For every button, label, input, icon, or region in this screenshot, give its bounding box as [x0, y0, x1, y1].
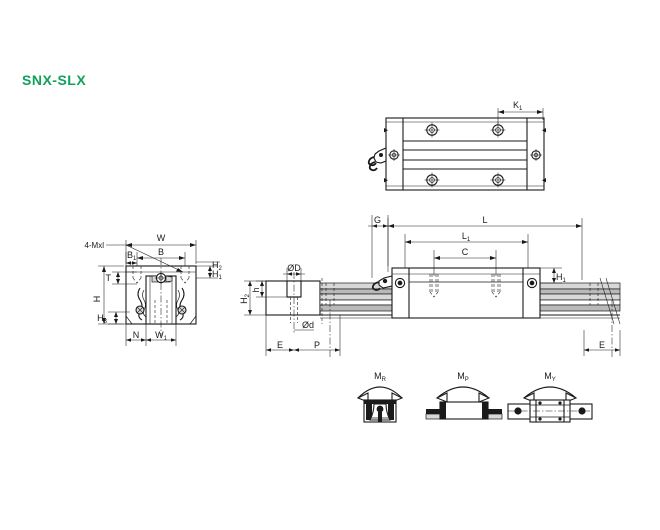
dimension-label-C: C — [462, 247, 469, 257]
dimension-N: N — [125, 324, 147, 346]
dimension-label-H3: H3 — [97, 313, 108, 325]
moment-diagram-roll: MR — [356, 371, 404, 423]
dimension-label-P: P — [314, 340, 320, 350]
dimension-label-B: B — [158, 247, 164, 257]
tapped-hole — [424, 172, 440, 188]
dimension-Od: Ød — [294, 320, 314, 331]
moment-label-MY: MY — [544, 371, 556, 383]
dimension-label-H2-section: H2 — [212, 260, 223, 272]
dimension-label-H2-detail: H2 — [239, 293, 251, 304]
dimension-label-B1: B1 — [127, 250, 137, 262]
moment-diagram-pitch: MP — [425, 371, 503, 420]
dimension-H3: H3 — [97, 311, 130, 325]
dimension-H1-section: H1 — [196, 265, 223, 281]
dimension-label-h: h — [251, 287, 261, 292]
dimension-label-W1: W1 — [155, 330, 168, 342]
mounting-hole — [180, 266, 190, 284]
end-cap-screw — [394, 277, 406, 289]
tapped-hole — [424, 122, 440, 138]
grease-nipple-icon — [367, 147, 387, 172]
dimension-H2-section: H2 — [196, 260, 223, 272]
moment-label-MP: MP — [457, 371, 469, 383]
side-grease-hole — [388, 149, 400, 161]
ball — [177, 305, 187, 315]
dimension-h: h — [251, 280, 290, 298]
block-tap-hole — [491, 274, 501, 298]
dimension-label-E-side: E — [599, 340, 605, 350]
moment-label-MR: MR — [374, 371, 387, 383]
side-grease-hole — [530, 149, 542, 161]
dimension-L: L — [387, 215, 583, 280]
dimension-OD: ØD — [283, 263, 305, 283]
block-tap-hole — [429, 274, 439, 298]
tapped-hole — [490, 172, 506, 188]
dimension-T: T — [106, 271, 137, 285]
dimension-L1: L1 — [404, 231, 529, 268]
rail-hole-detail-view: ØD Ød H2 — [239, 263, 341, 356]
dimension-label-W: W — [157, 233, 166, 243]
grease-nipple-icon — [371, 275, 393, 291]
dimension-G: G — [368, 215, 392, 278]
dimension-label-K1: K1 — [513, 100, 523, 112]
dimension-P: P — [294, 315, 341, 356]
dimension-B1: B1 — [125, 250, 137, 266]
callout-label-4-mxl: 4-Mxl — [84, 241, 104, 250]
page-title: SNX-SLX — [22, 72, 87, 88]
dimension-label-G: G — [374, 215, 381, 225]
dimension-W: W — [125, 233, 197, 264]
block-section-view: W B B1 — [84, 233, 223, 346]
block-top-view: K1 — [367, 100, 546, 191]
rail-break-line — [599, 277, 621, 325]
dimension-label-T: T — [106, 273, 112, 283]
dimension-label-N: N — [133, 330, 140, 340]
callout-4-mxl: 4-Mxl — [84, 241, 184, 273]
grease-port — [155, 272, 173, 284]
dimension-label-Od: Ød — [302, 320, 314, 330]
dimension-label-E-detail: E — [277, 340, 283, 350]
tapped-hole — [490, 122, 506, 138]
dimension-C: C — [433, 247, 497, 276]
dimension-label-H: H — [92, 296, 102, 303]
dimension-E-detail: E — [265, 315, 294, 356]
end-cap-screw — [526, 277, 538, 289]
dimension-label-L: L — [482, 215, 487, 225]
dimension-H: H — [92, 265, 124, 325]
dimension-W1: W1 — [146, 324, 177, 346]
dimension-label-H1-section: H1 — [212, 269, 223, 281]
dimension-B: B — [136, 247, 186, 266]
ball — [135, 305, 145, 315]
dimension-E-side: E — [583, 330, 621, 356]
dimension-label-OD: ØD — [287, 263, 301, 273]
dimension-H1-side: H1 — [540, 267, 567, 284]
moment-diagram-yaw: MY — [507, 371, 593, 423]
dimension-K1: K1 — [497, 100, 544, 124]
dimension-label-H1-side: H1 — [556, 272, 567, 284]
dimension-label-L1: L1 — [462, 231, 471, 243]
dimension-H2-detail: H2 — [239, 280, 268, 316]
assembly-side-view: G L L1 — [319, 215, 621, 358]
